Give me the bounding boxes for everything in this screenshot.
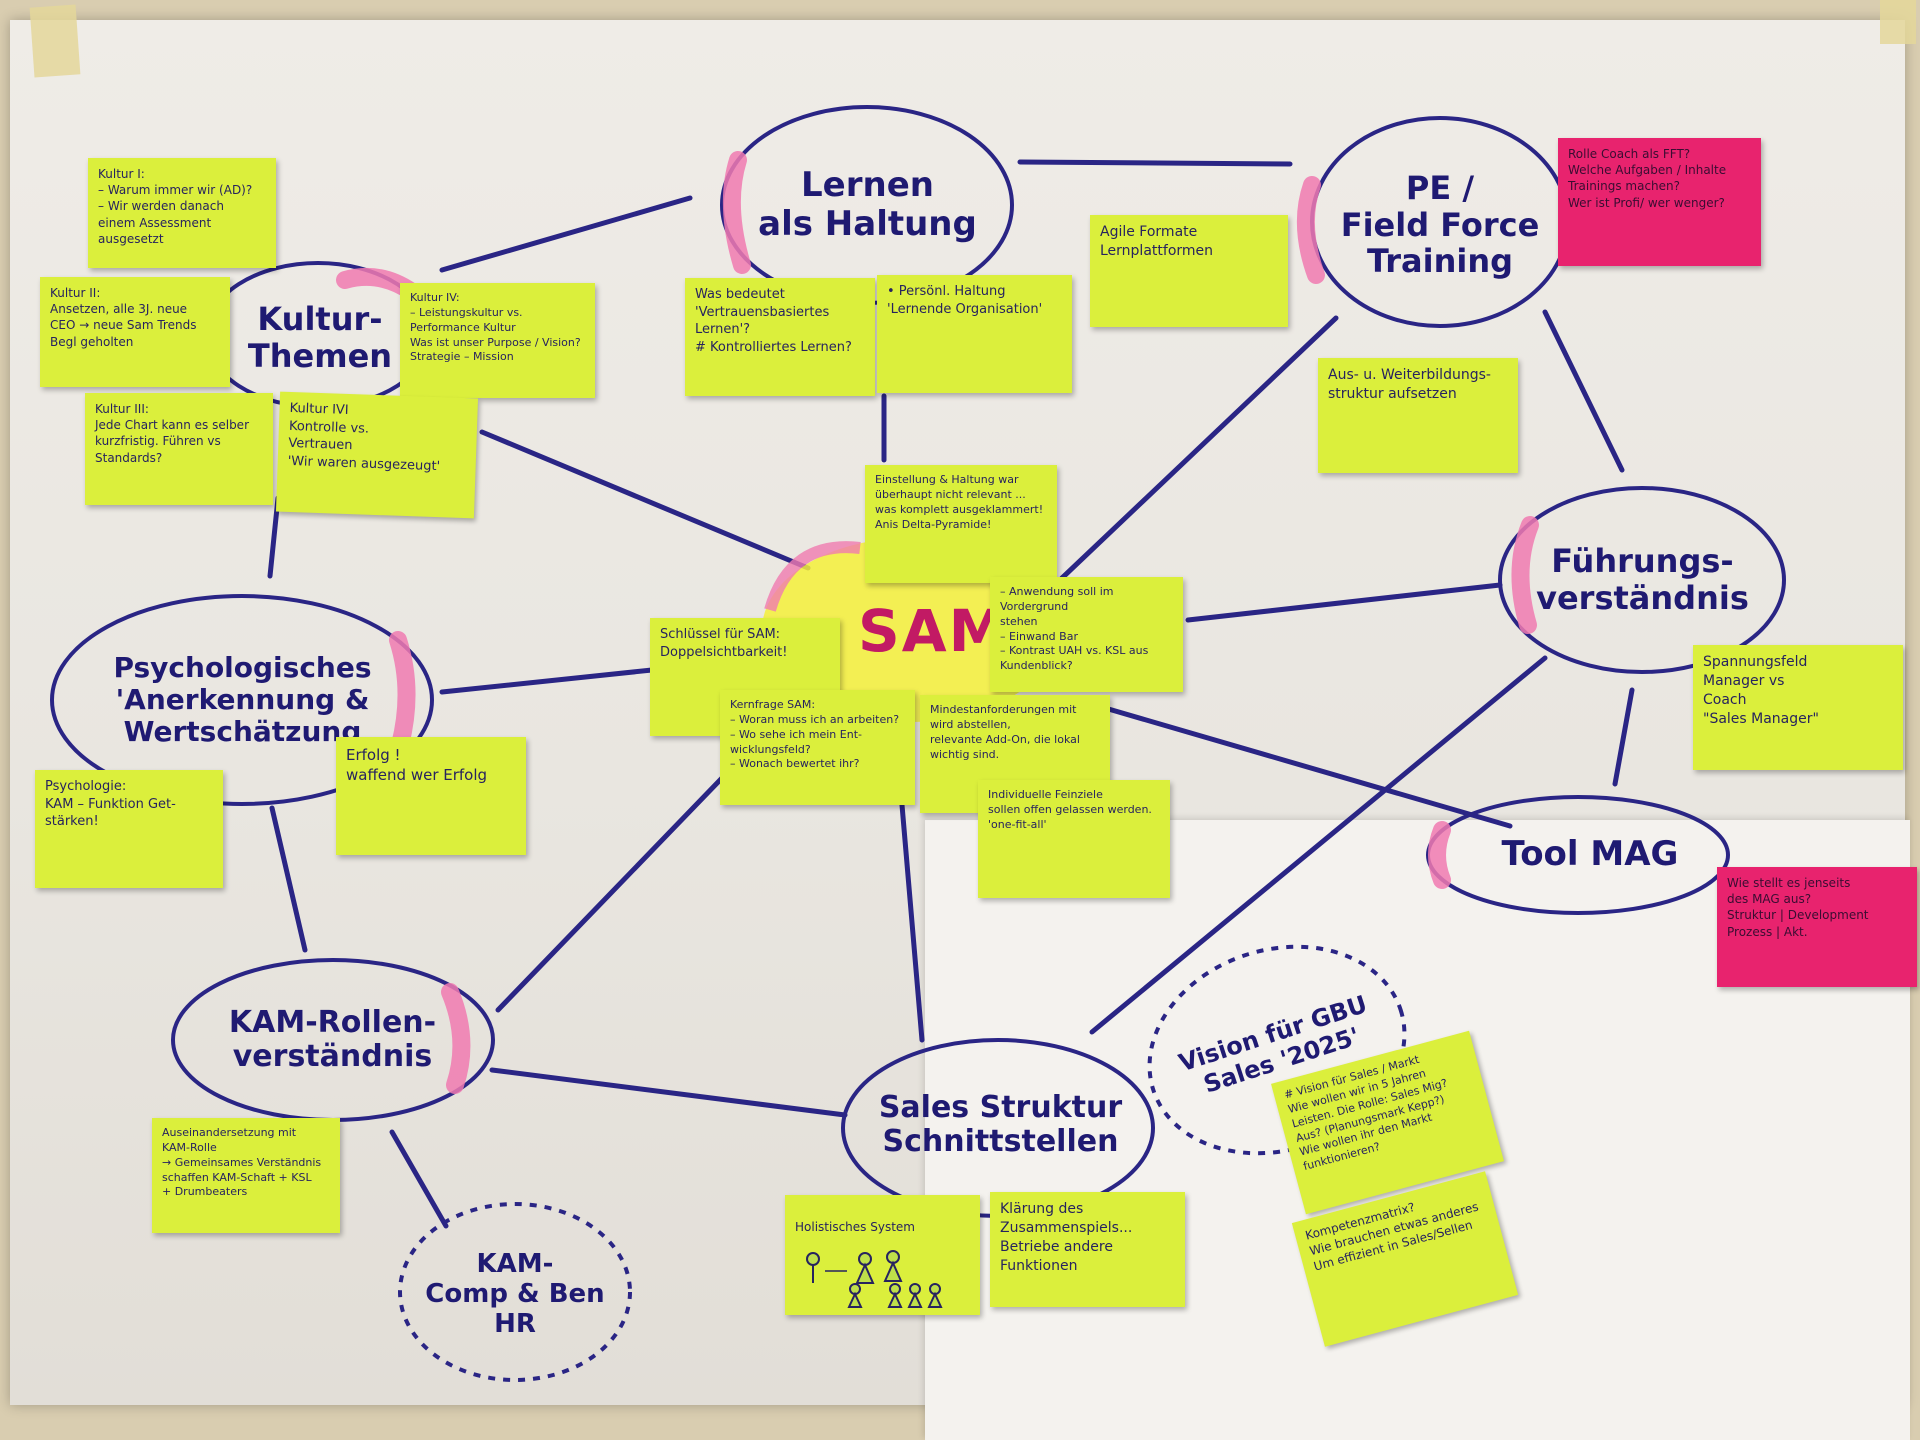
sticky-note-mag[interactable]: Wie stellt es jenseits des MAG aus? Stru… bbox=[1717, 867, 1917, 987]
sticky-note-einstellung[interactable]: Einstellung & Haltung war überhaupt nich… bbox=[865, 465, 1057, 583]
sticky-note-anwendung[interactable]: – Anwendung soll im Vordergrund stehen –… bbox=[990, 577, 1183, 692]
sticky-note-kam[interactable]: Auseinandersetzung mit KAM-Rolle → Gemei… bbox=[152, 1118, 340, 1233]
connector-line bbox=[1185, 582, 1503, 623]
node-kam[interactable]: KAM-Rollen- verständnis bbox=[228, 1004, 437, 1074]
sticky-note-kernfrage[interactable]: Kernfrage SAM: – Woran muss ich an arbei… bbox=[720, 690, 915, 805]
connector-line bbox=[1059, 315, 1339, 581]
node-kamcomp[interactable]: KAM- Comp & Ben HR bbox=[425, 1249, 605, 1339]
connector-line bbox=[1542, 309, 1625, 473]
connector-line bbox=[439, 195, 693, 273]
node-oval-kamcomp bbox=[398, 1202, 632, 1382]
connector-line bbox=[489, 1067, 848, 1118]
connector-line bbox=[269, 805, 308, 953]
node-lernen[interactable]: Lernen als Haltung bbox=[758, 164, 977, 244]
node-pe[interactable]: PE / Field Force Training bbox=[1340, 168, 1540, 281]
sticky-note-individuell[interactable]: Individuelle Feinziele sollen offen gela… bbox=[978, 780, 1170, 898]
sticky-note-kultur1[interactable]: Kultur I: – Warum immer wir (AD)? – Wir … bbox=[88, 158, 276, 268]
connector-line bbox=[899, 802, 925, 1043]
sticky-note-kultur-side[interactable]: Kultur IV: – Leistungskultur vs. Perform… bbox=[400, 283, 595, 398]
sticky-note-erfolg[interactable]: Erfolg ! waffend wer Erfolg bbox=[336, 737, 526, 855]
connector-line bbox=[439, 667, 655, 695]
sticky-note-rolecoach[interactable]: Rolle Coach als FFT? Welche Aufgaben / I… bbox=[1558, 138, 1761, 266]
sticky-note-lernen2[interactable]: • Persönl. Haltung 'Lernende Organisatio… bbox=[877, 275, 1072, 393]
center-label: SAM bbox=[858, 597, 1009, 665]
node-psych[interactable]: Psychologisches 'Anerkennung & Wertschät… bbox=[113, 650, 372, 749]
tape-strip bbox=[1880, 0, 1916, 44]
connector-line bbox=[1612, 687, 1635, 787]
connector-line bbox=[389, 1129, 449, 1229]
node-fuehrung[interactable]: Führungs- verständnis bbox=[1536, 542, 1749, 617]
connector-line bbox=[1089, 655, 1548, 1035]
connector-line bbox=[495, 775, 725, 1013]
sticky-note-agile[interactable]: Agile Formate Lernplattformen bbox=[1090, 215, 1288, 327]
connector-line bbox=[1102, 705, 1513, 829]
node-tool[interactable]: Tool MAG bbox=[1501, 834, 1679, 875]
sticky-note-kultur3[interactable]: Kultur III: Jede Chart kann es selber ku… bbox=[85, 393, 273, 505]
sticky-note-klaerung[interactable]: Klärung des Zusammenspiels... Betriebe a… bbox=[990, 1192, 1185, 1307]
node-kultur[interactable]: Kultur- Themen bbox=[247, 299, 393, 375]
sticky-note-lernen1[interactable]: Was bedeutet 'Vertrauensbasiertes Lernen… bbox=[685, 278, 875, 396]
sticky-note-kultur2[interactable]: Kultur II: Ansetzen, alle 3J. neue CEO →… bbox=[40, 277, 230, 387]
sticky-note-holistisch[interactable]: Holistisches System bbox=[785, 1195, 980, 1315]
connector-line bbox=[1017, 159, 1293, 167]
connector-line bbox=[479, 429, 811, 571]
sticky-note-aus[interactable]: Aus- u. Weiterbildungs- struktur aufsetz… bbox=[1318, 358, 1518, 473]
node-oval-psych bbox=[50, 594, 434, 806]
people-sketch-icon bbox=[806, 1250, 943, 1309]
sticky-note-psych[interactable]: Psychologie: KAM – Funktion Get- stärken… bbox=[35, 770, 223, 888]
sticky-note-kultur4[interactable]: Kultur IVI Kontrolle vs. Vertrauen 'Wir … bbox=[275, 391, 479, 519]
sticky-note-holistisch-title: Holistisches System bbox=[795, 1220, 915, 1235]
node-sales[interactable]: Sales Struktur Schnittstellen bbox=[878, 1089, 1123, 1159]
sticky-note-spannung[interactable]: Spannungsfeld Manager vs Coach "Sales Ma… bbox=[1693, 645, 1903, 770]
node-oval-fuehrung bbox=[1498, 486, 1786, 674]
